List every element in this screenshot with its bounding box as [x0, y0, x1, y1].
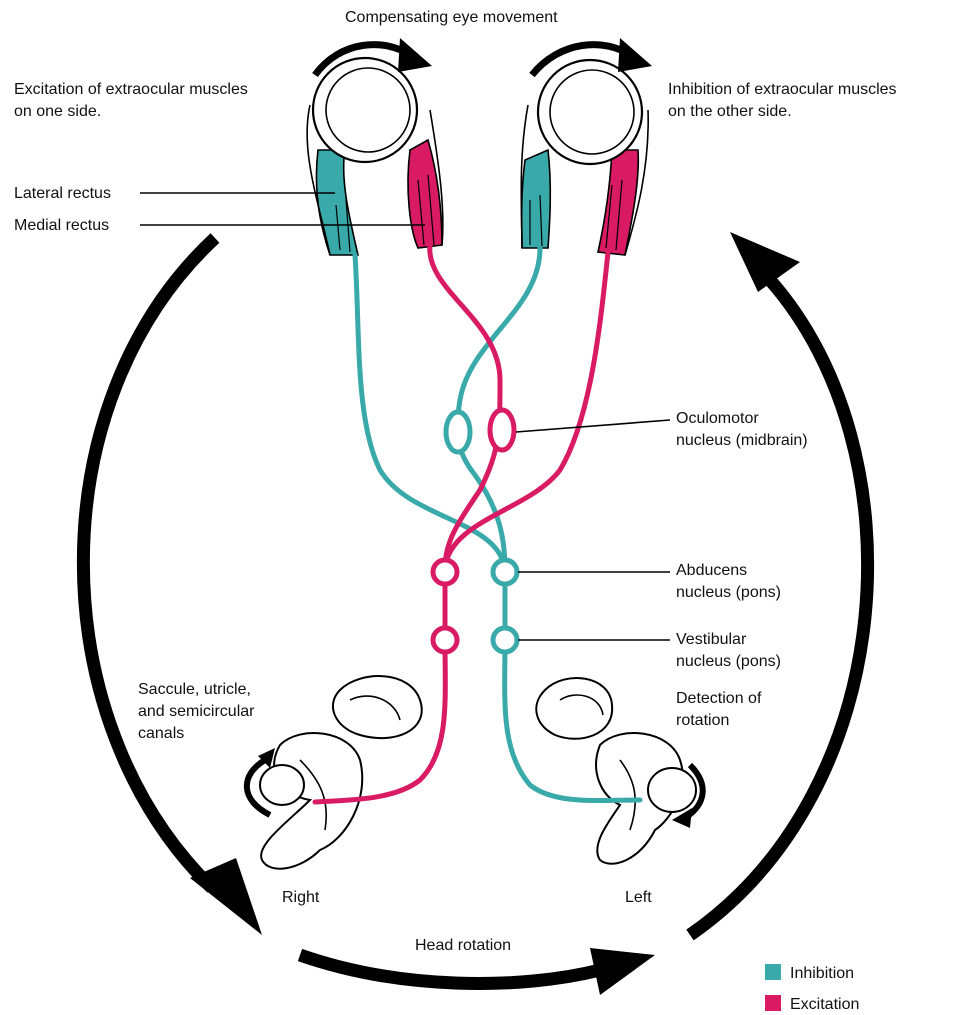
abducens-nucleus-inhibition [493, 560, 517, 584]
right-ear-label: Right [282, 889, 320, 906]
oculomotor-label-line2: nucleus (midbrain) [676, 432, 808, 449]
saccule-label-line2: and semicircular [138, 703, 255, 720]
excitation-label-line2: on one side. [14, 103, 101, 120]
head-rotation-label: Head rotation [415, 937, 511, 954]
legend-swatch-excitation [765, 995, 781, 1011]
right-inner-ear [247, 676, 422, 869]
inhibition-label-line1: Inhibition of extraocular muscles [668, 81, 897, 98]
excitation-pathway-2 [445, 252, 608, 568]
saccule-label-line3: canals [138, 725, 184, 742]
lateral-rectus-label: Lateral rectus [14, 185, 111, 202]
vestibular-nucleus-inhibition [493, 628, 517, 652]
medial-rectus-label: Medial rectus [14, 217, 109, 234]
right-eye [521, 60, 648, 255]
oculomotor-leader [516, 420, 670, 432]
oculomotor-nucleus-inhibition [446, 412, 470, 452]
abducens-label-line1: Abducens [676, 562, 747, 579]
vestibular-label-line2: nucleus (pons) [676, 653, 781, 670]
vestibular-nucleus-excitation [433, 628, 457, 652]
detection-label-line2: rotation [676, 712, 729, 729]
legend-label-excitation: Excitation [790, 996, 859, 1013]
excitation-label-line1: Excitation of extraocular muscles [14, 81, 248, 98]
vestibular-label-line1: Vestibular [676, 631, 747, 648]
abducens-label-line2: nucleus (pons) [676, 584, 781, 601]
legend: Inhibition Excitation [765, 964, 859, 1013]
head-rotation-arrow-left [83, 238, 262, 935]
left-ear-label: Left [625, 889, 652, 906]
legend-label-inhibition: Inhibition [790, 965, 854, 982]
head-rotation-arrow-bottom [300, 948, 655, 995]
inhibition-label-line2: on the other side. [668, 103, 792, 120]
compensating-eye-movement-label: Compensating eye movement [345, 9, 558, 26]
saccule-label-line1: Saccule, utricle, [138, 681, 251, 698]
legend-swatch-inhibition [765, 964, 781, 980]
detection-label-line1: Detection of [676, 690, 762, 707]
oculomotor-nucleus-excitation [490, 410, 514, 450]
abducens-nucleus-excitation [433, 560, 457, 584]
oculomotor-label-line1: Oculomotor [676, 410, 759, 427]
